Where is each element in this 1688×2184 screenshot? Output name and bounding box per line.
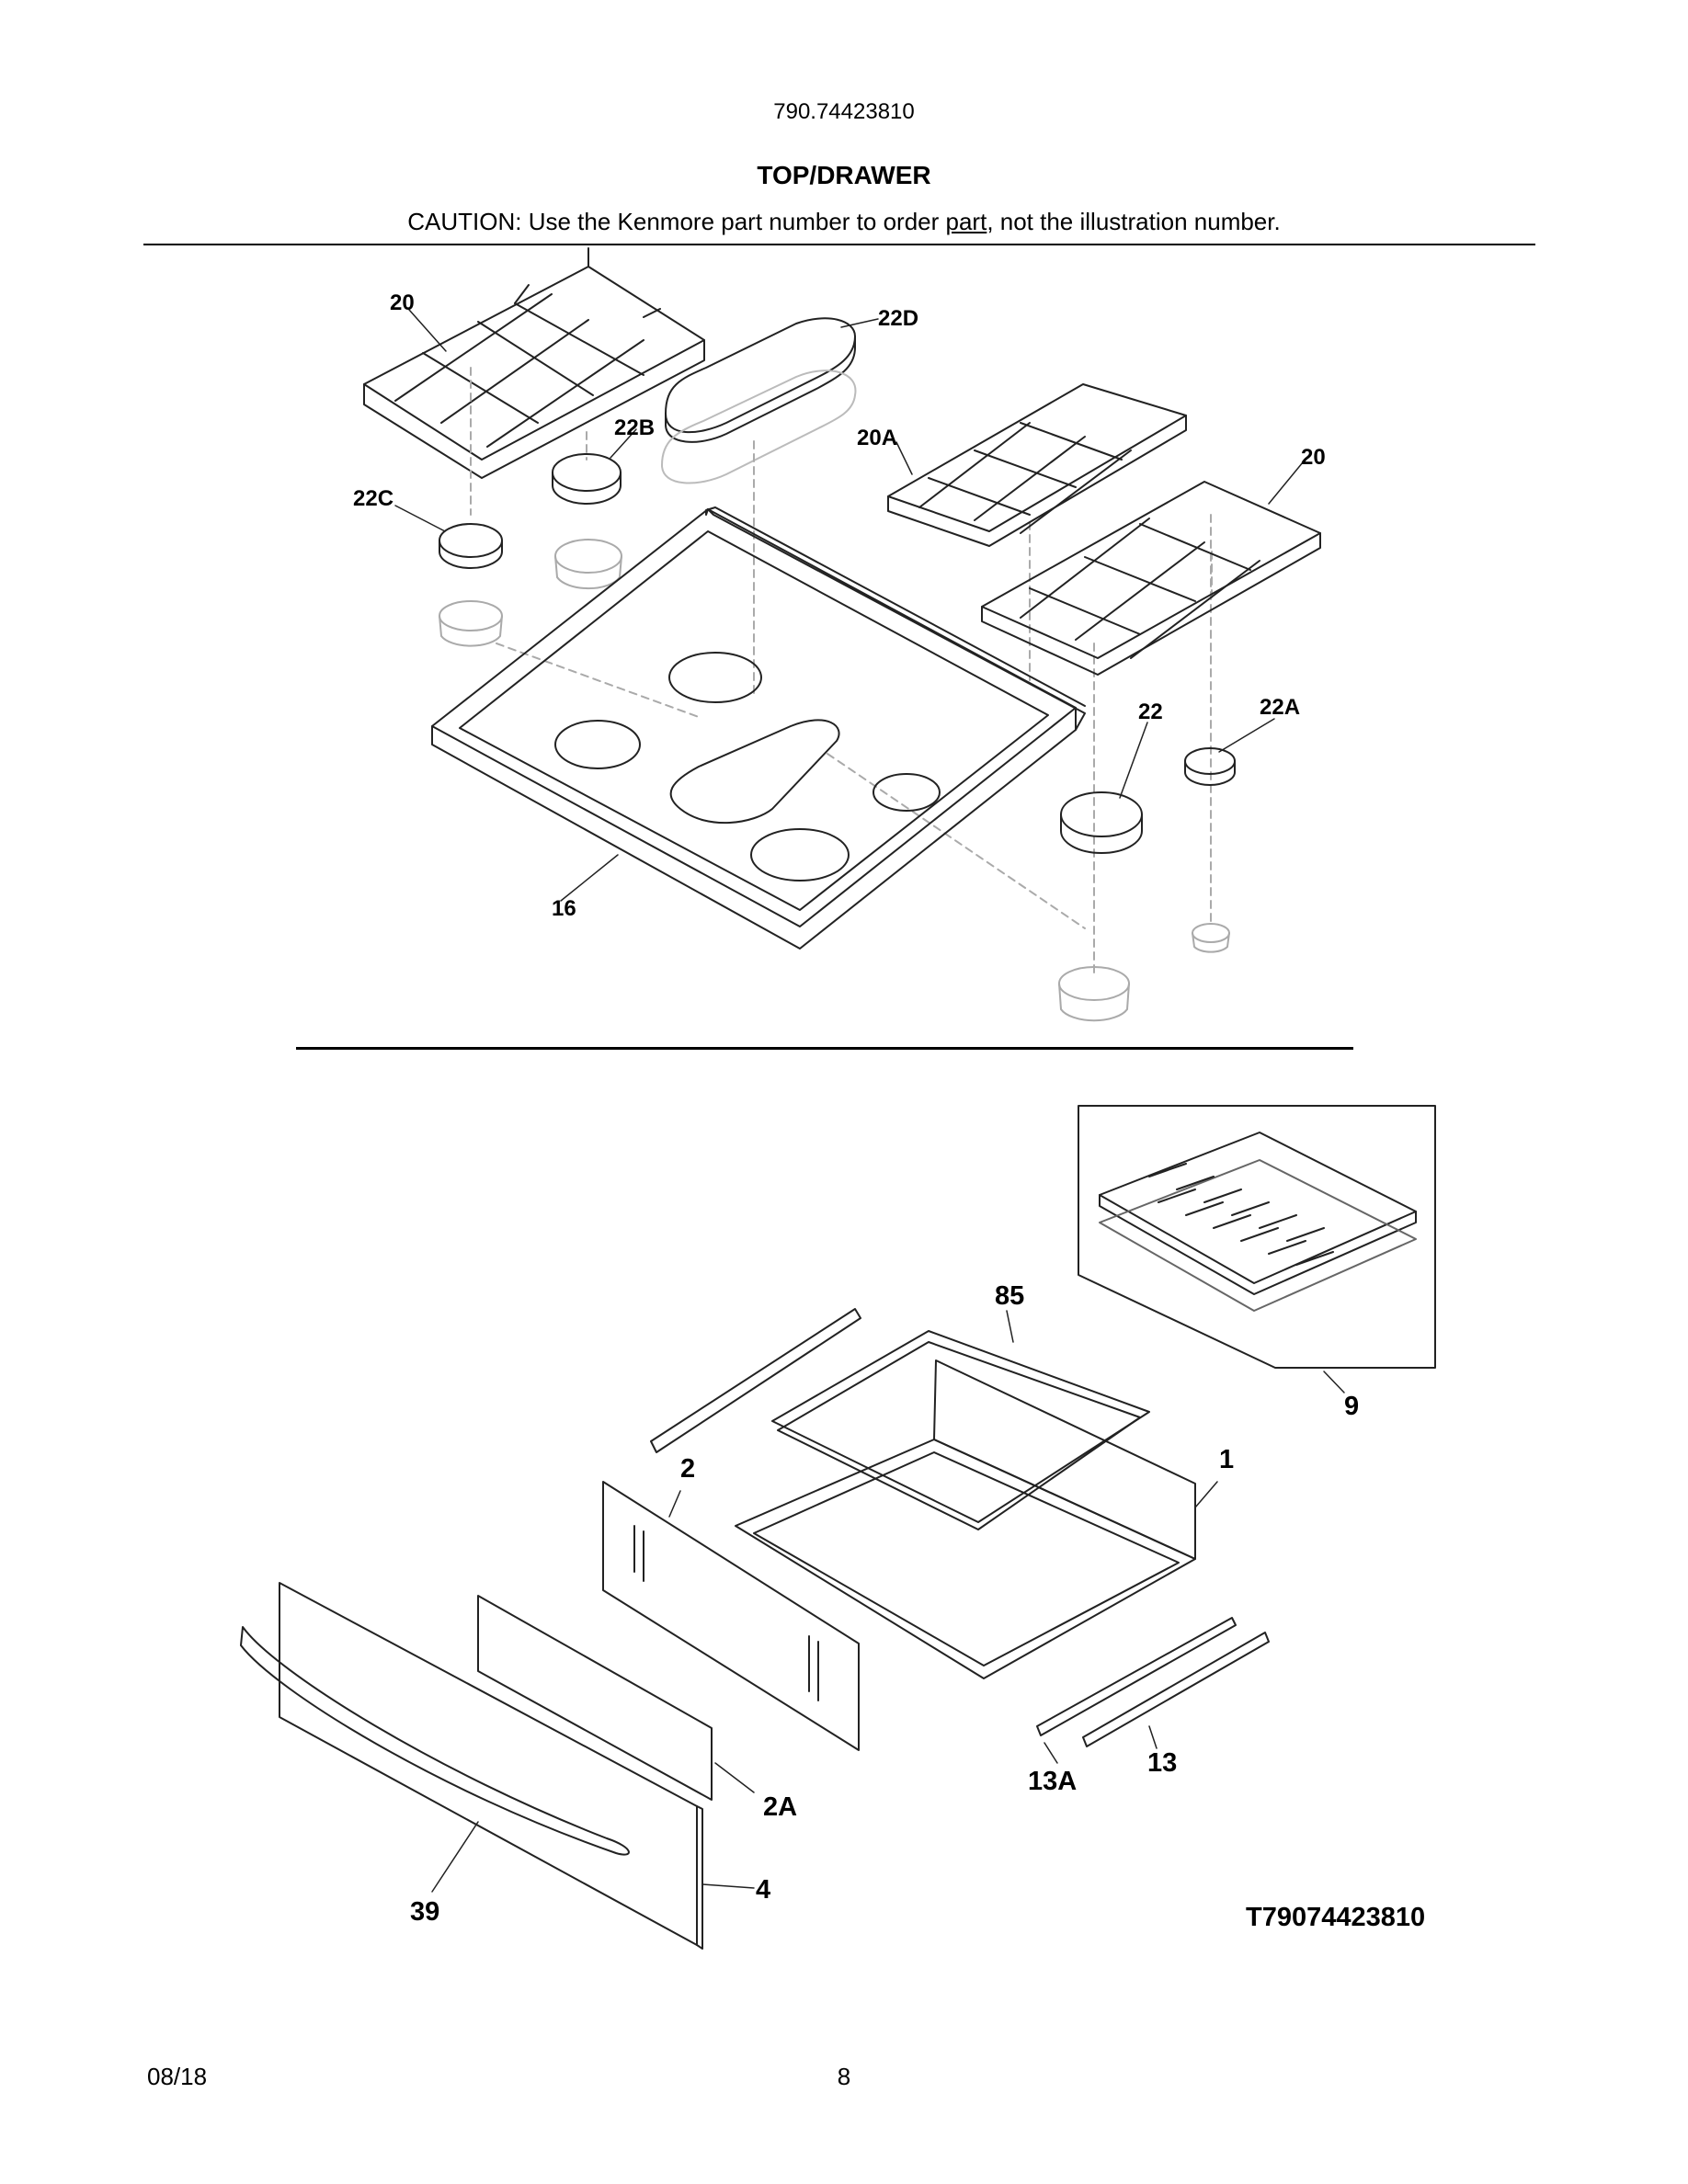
callout-2a: 2A (763, 1792, 798, 1822)
drawer-panel-2a (477, 1595, 713, 1801)
callout-16: 16 (552, 896, 576, 921)
leader-lines-drawer (431, 1310, 1345, 1893)
burner-cap-22b (552, 453, 622, 505)
burner-cap-22a (1184, 747, 1236, 786)
callout-22b: 22B (614, 415, 656, 440)
callout-85: 85 (995, 1281, 1025, 1311)
burner-cap-22c (439, 523, 503, 569)
callout-4: 4 (756, 1875, 771, 1905)
drawer-panel-2 (602, 1481, 860, 1751)
drawer-handle-39 (240, 1626, 630, 1856)
caution-note: CAUTION: Use the Kenmore part number to … (0, 208, 1688, 236)
cooktop-16 (431, 506, 1086, 950)
grate-right-20 (981, 481, 1321, 676)
burner-cap-22 (1060, 791, 1143, 854)
alignment-lines-top (470, 367, 1213, 975)
leader-lines-top (394, 309, 1304, 902)
callout-22d: 22D (878, 306, 919, 331)
callout-39: 39 (410, 1897, 440, 1927)
footer-date: 08/18 (147, 2063, 208, 2090)
callout-20a: 20A (857, 426, 898, 450)
section-title: TOP/DRAWER (757, 161, 931, 189)
callout-13: 13 (1147, 1748, 1178, 1778)
callout-13a: 13A (1028, 1767, 1078, 1796)
grate-left-20 (363, 247, 705, 479)
drawer-body-1 (735, 1359, 1196, 1679)
wire-rack-85 (771, 1330, 1150, 1530)
grate-20a (887, 383, 1187, 547)
callout-9: 9 (1344, 1392, 1360, 1421)
model-number: 790.74423810 (773, 99, 915, 124)
callout-20-left: 20 (390, 290, 415, 315)
caution-part-word: part (945, 208, 987, 235)
page-number: 8 (837, 2063, 851, 2090)
callout-22c: 22C (353, 486, 394, 511)
caution-prefix: CAUTION: Use the Kenmore part number to … (407, 208, 946, 235)
drawer-front-4 (279, 1582, 703, 1950)
drawer-rail-upper (650, 1308, 861, 1453)
callout-2: 2 (680, 1454, 696, 1484)
callout-22a: 22A (1260, 695, 1301, 720)
callout-22: 22 (1138, 700, 1163, 724)
callout-1: 1 (1219, 1445, 1235, 1474)
callout-20-right: 20 (1301, 445, 1326, 470)
drawer-slides-13-13a (1036, 1617, 1270, 1747)
caution-suffix: , not the illustration number. (987, 208, 1281, 235)
diagram-code: T79074423810 (1246, 1903, 1426, 1932)
section-divider (296, 1047, 1353, 1050)
burner-cap-22d (661, 317, 857, 484)
broiler-pan-inset-9 (1078, 1105, 1436, 1369)
header-divider (143, 244, 1535, 245)
